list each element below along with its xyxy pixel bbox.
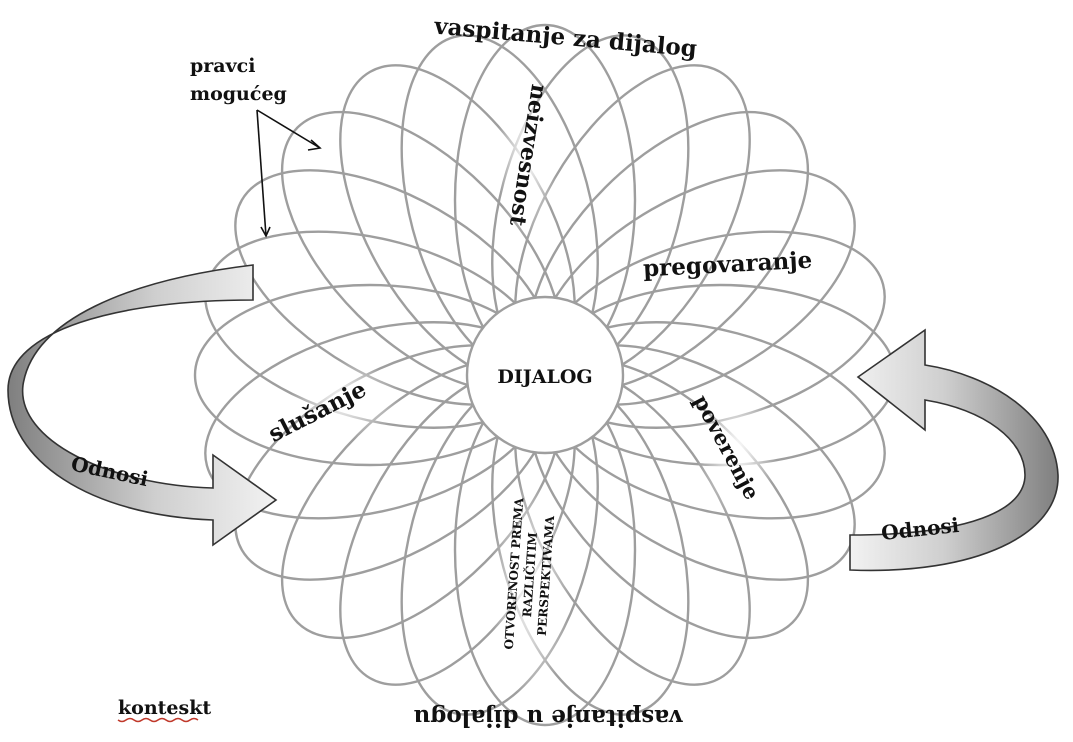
center-circle [465,295,625,455]
center-label: DIJALOG [497,366,592,388]
openness-line-2: RAZLIČITIM [518,532,540,618]
label-bottom: vaspitanje u dijalogu [414,704,684,731]
context-underline [117,717,199,723]
label-top: vaspitanje za dijalog [432,13,698,63]
context-label: konteskt [118,697,211,719]
label-negotiation: pregovaranje [642,247,812,283]
annotation-line-1: pravci [190,55,255,77]
label-highlights [290,70,777,700]
relations-arrow-right: Odnosi [849,328,1059,572]
annotation-arrows [256,109,322,238]
relations-arrow-left: Odnosi [7,264,278,547]
annotation-line-2: mogućeg [190,83,287,105]
